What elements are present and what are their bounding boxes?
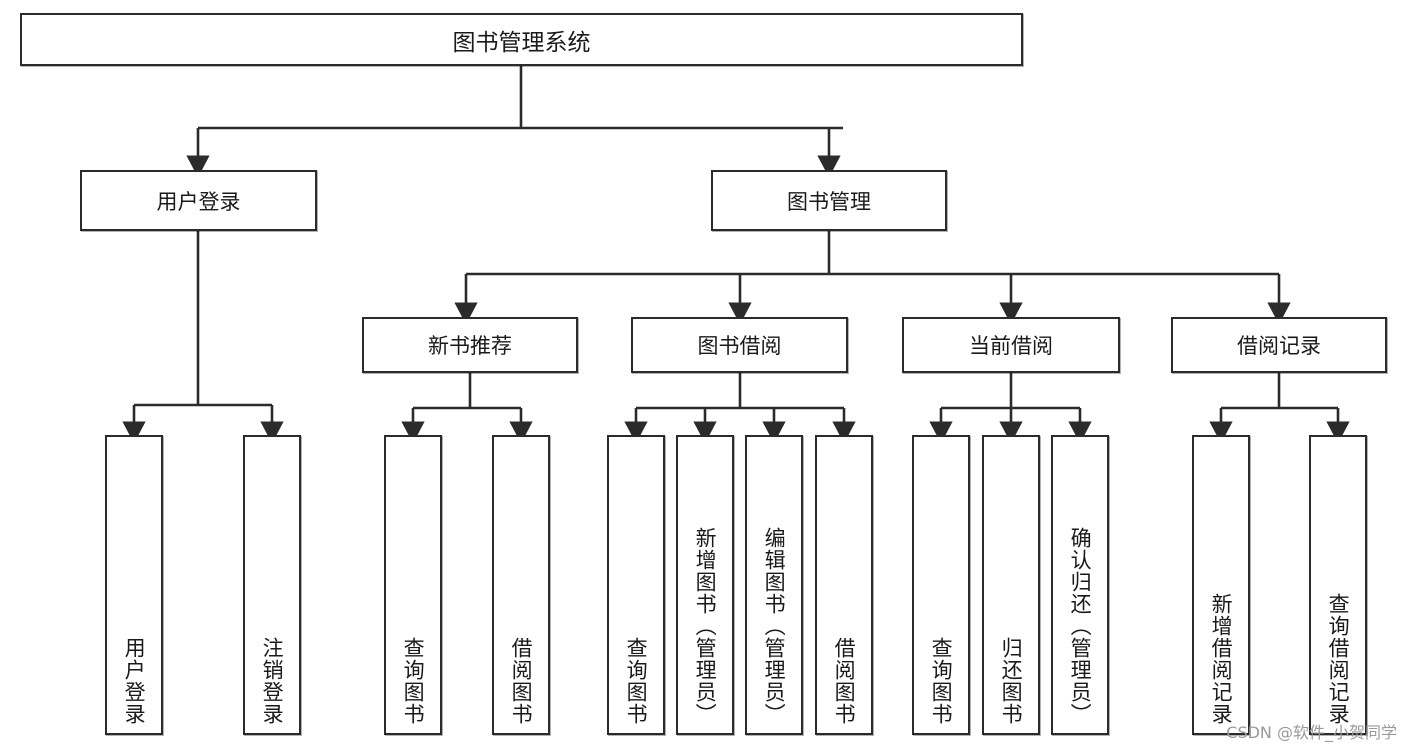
node-current-borrow[interactable]: 当前借阅 [902,317,1120,373]
leaf-book-borrow-add-book-admin[interactable]: 新增图书（管理员） [676,435,734,735]
leaf-book-borrow-borrow-book[interactable]: 借阅图书 [815,435,873,735]
node-label: 新增图书（管理员） [693,527,718,725]
node-label: 编辑图书（管理员） [762,527,787,725]
node-label: 查询图书 [624,637,649,725]
leaf-new-book-borrow-book[interactable]: 借阅图书 [492,435,550,735]
node-root-book-management-system[interactable]: 图书管理系统 [20,13,1023,66]
node-book-management[interactable]: 图书管理 [711,170,947,231]
node-label: 用户登录 [122,637,147,725]
leaf-current-borrow-confirm-return-admin[interactable]: 确认归还（管理员） [1051,435,1109,735]
leaf-borrow-record-query-record[interactable]: 查询借阅记录 [1309,435,1367,735]
node-book-borrow[interactable]: 图书借阅 [631,317,848,373]
leaf-current-borrow-return-book[interactable]: 归还图书 [982,435,1040,735]
node-label: 当前借阅 [969,334,1053,358]
node-new-book-recommend[interactable]: 新书推荐 [362,317,578,373]
node-label: 新增借阅记录 [1209,593,1234,725]
leaf-user-login-logout[interactable]: 注销登录 [243,435,301,735]
node-label: 用户登录 [156,189,241,214]
node-label: 注销登录 [260,637,285,725]
node-label: 查询图书 [401,637,426,725]
node-label: 借阅图书 [832,637,857,725]
node-borrow-record[interactable]: 借阅记录 [1171,317,1387,373]
node-label: 确认归还（管理员） [1068,527,1093,725]
node-label: 归还图书 [999,637,1024,725]
watermark-text: CSDN @软件_小贺同学 [1226,723,1397,742]
node-label: 查询借阅记录 [1326,593,1351,725]
node-label: 图书借阅 [697,334,782,358]
node-label: 借阅图书 [509,637,534,725]
leaf-book-borrow-query-book[interactable]: 查询图书 [607,435,665,735]
node-label: 新书推荐 [428,334,512,358]
leaf-current-borrow-query-book[interactable]: 查询图书 [912,435,970,735]
node-label: 图书管理系统 [452,29,591,56]
node-label: 借阅记录 [1237,334,1321,358]
node-user-login[interactable]: 用户登录 [80,170,317,231]
leaf-user-login-login[interactable]: 用户登录 [105,435,163,735]
node-label: 图书管理 [787,189,871,214]
leaf-book-borrow-edit-book-admin[interactable]: 编辑图书（管理员） [745,435,803,735]
leaf-new-book-query-book[interactable]: 查询图书 [384,435,442,735]
leaf-borrow-record-add-record[interactable]: 新增借阅记录 [1192,435,1250,735]
node-label: 查询图书 [929,637,954,725]
